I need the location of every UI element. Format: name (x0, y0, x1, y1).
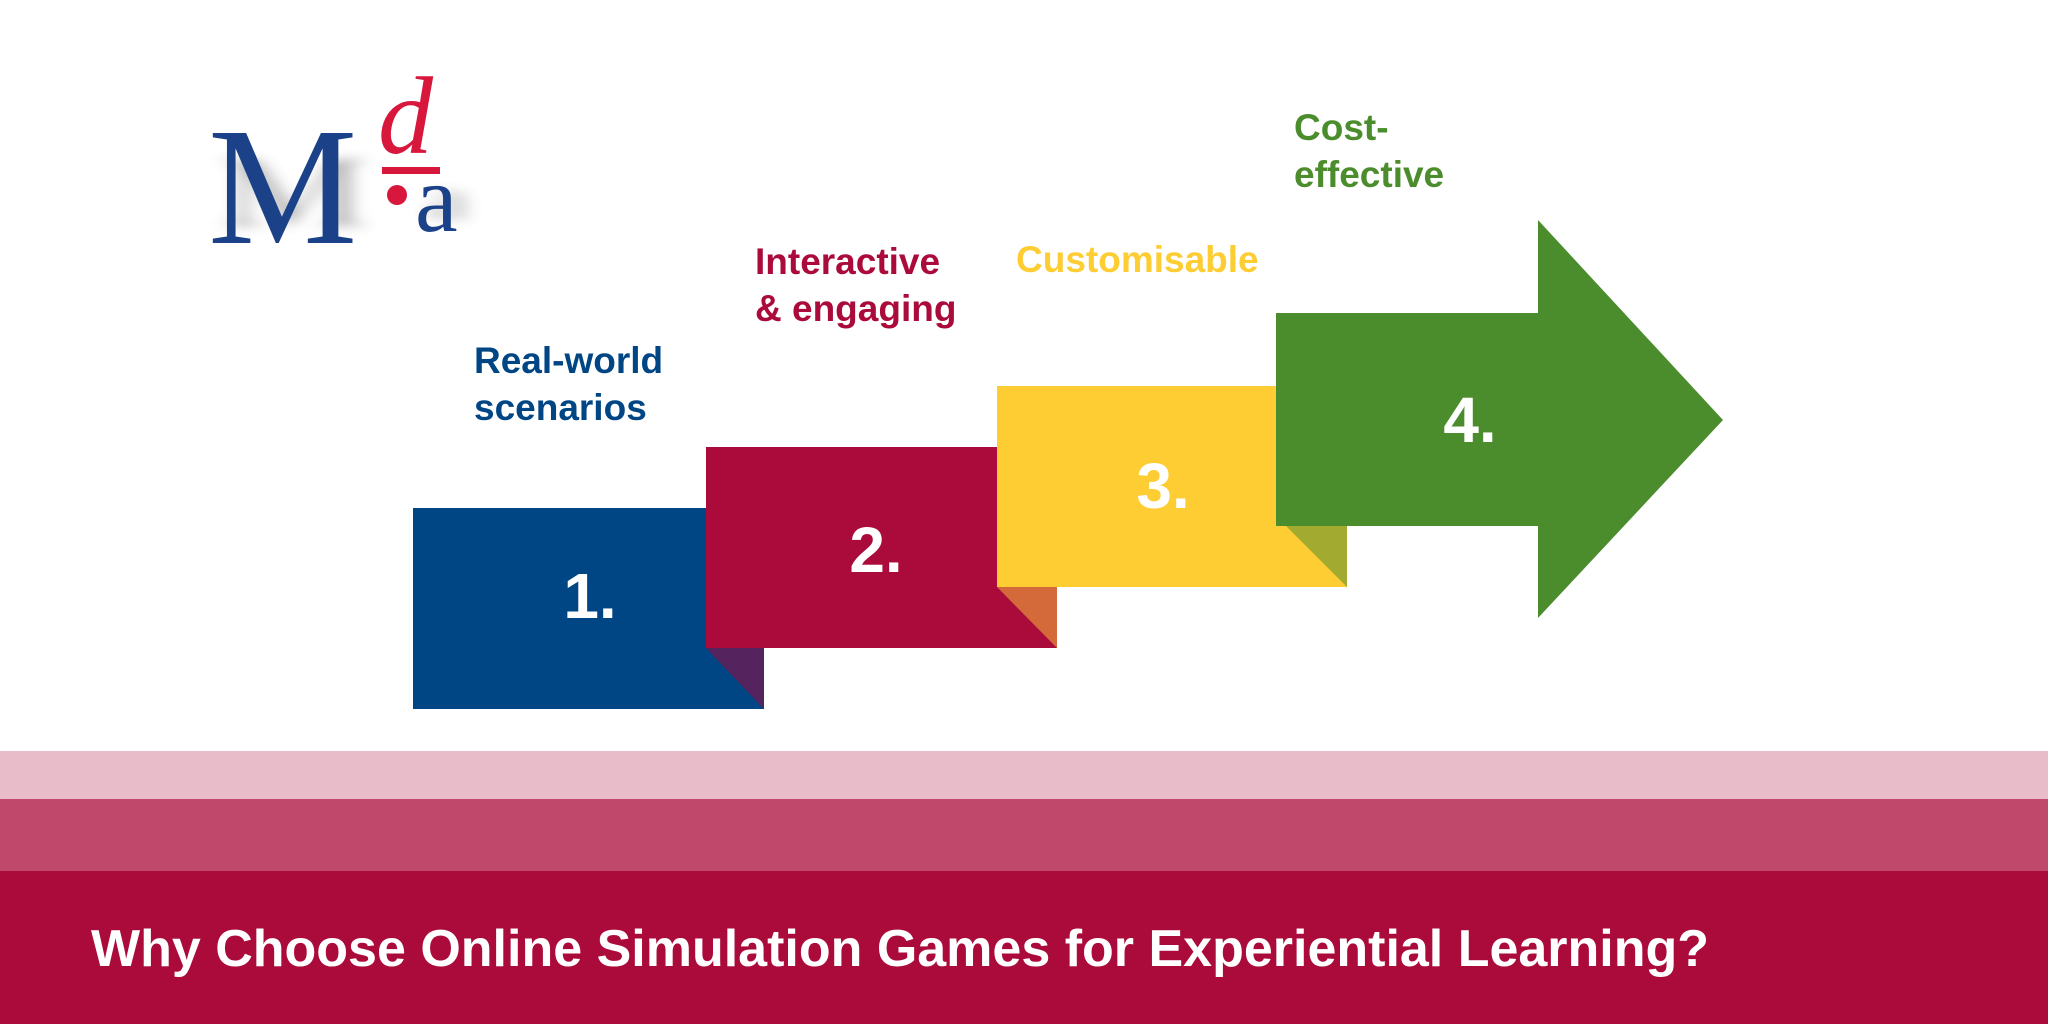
footer-band-light (0, 751, 2048, 799)
step-2-number: 2. (849, 514, 903, 586)
label-line: & engaging (755, 288, 957, 329)
label-line: Real-world (474, 340, 664, 381)
label-line: Interactive (755, 241, 941, 282)
label-line: Cost- (1294, 107, 1389, 148)
step-3-number: 3. (1136, 450, 1190, 522)
footer-band-medium (0, 799, 2048, 871)
step-1-fold (706, 648, 764, 709)
step-2-fold (997, 587, 1057, 648)
footer-band-dark (0, 871, 2048, 1024)
step-1-number: 1. (563, 560, 617, 632)
logo-letter-m: M (208, 94, 358, 280)
label-line: Customisable (1016, 239, 1259, 280)
step-3-fold (1286, 526, 1347, 587)
label-line: scenarios (474, 387, 647, 428)
step-4-arrow (1276, 220, 1723, 618)
step-1-block (413, 508, 764, 709)
logo-letter-a: a (415, 145, 458, 252)
step-3-label: Customisable (1016, 236, 1259, 283)
page-title: Why Choose Online Simulation Games for E… (91, 920, 1710, 978)
step-2-label: Interactive & engaging (755, 238, 956, 332)
logo-divider (382, 167, 440, 174)
label-line: effective (1294, 154, 1445, 195)
step-1-label: Real-world scenarios (474, 337, 663, 431)
logo-letter-d: d (378, 55, 433, 177)
step-4-label: Cost- effective (1294, 104, 1444, 198)
step-4-number: 4. (1443, 384, 1497, 456)
logo-dot (387, 185, 407, 205)
